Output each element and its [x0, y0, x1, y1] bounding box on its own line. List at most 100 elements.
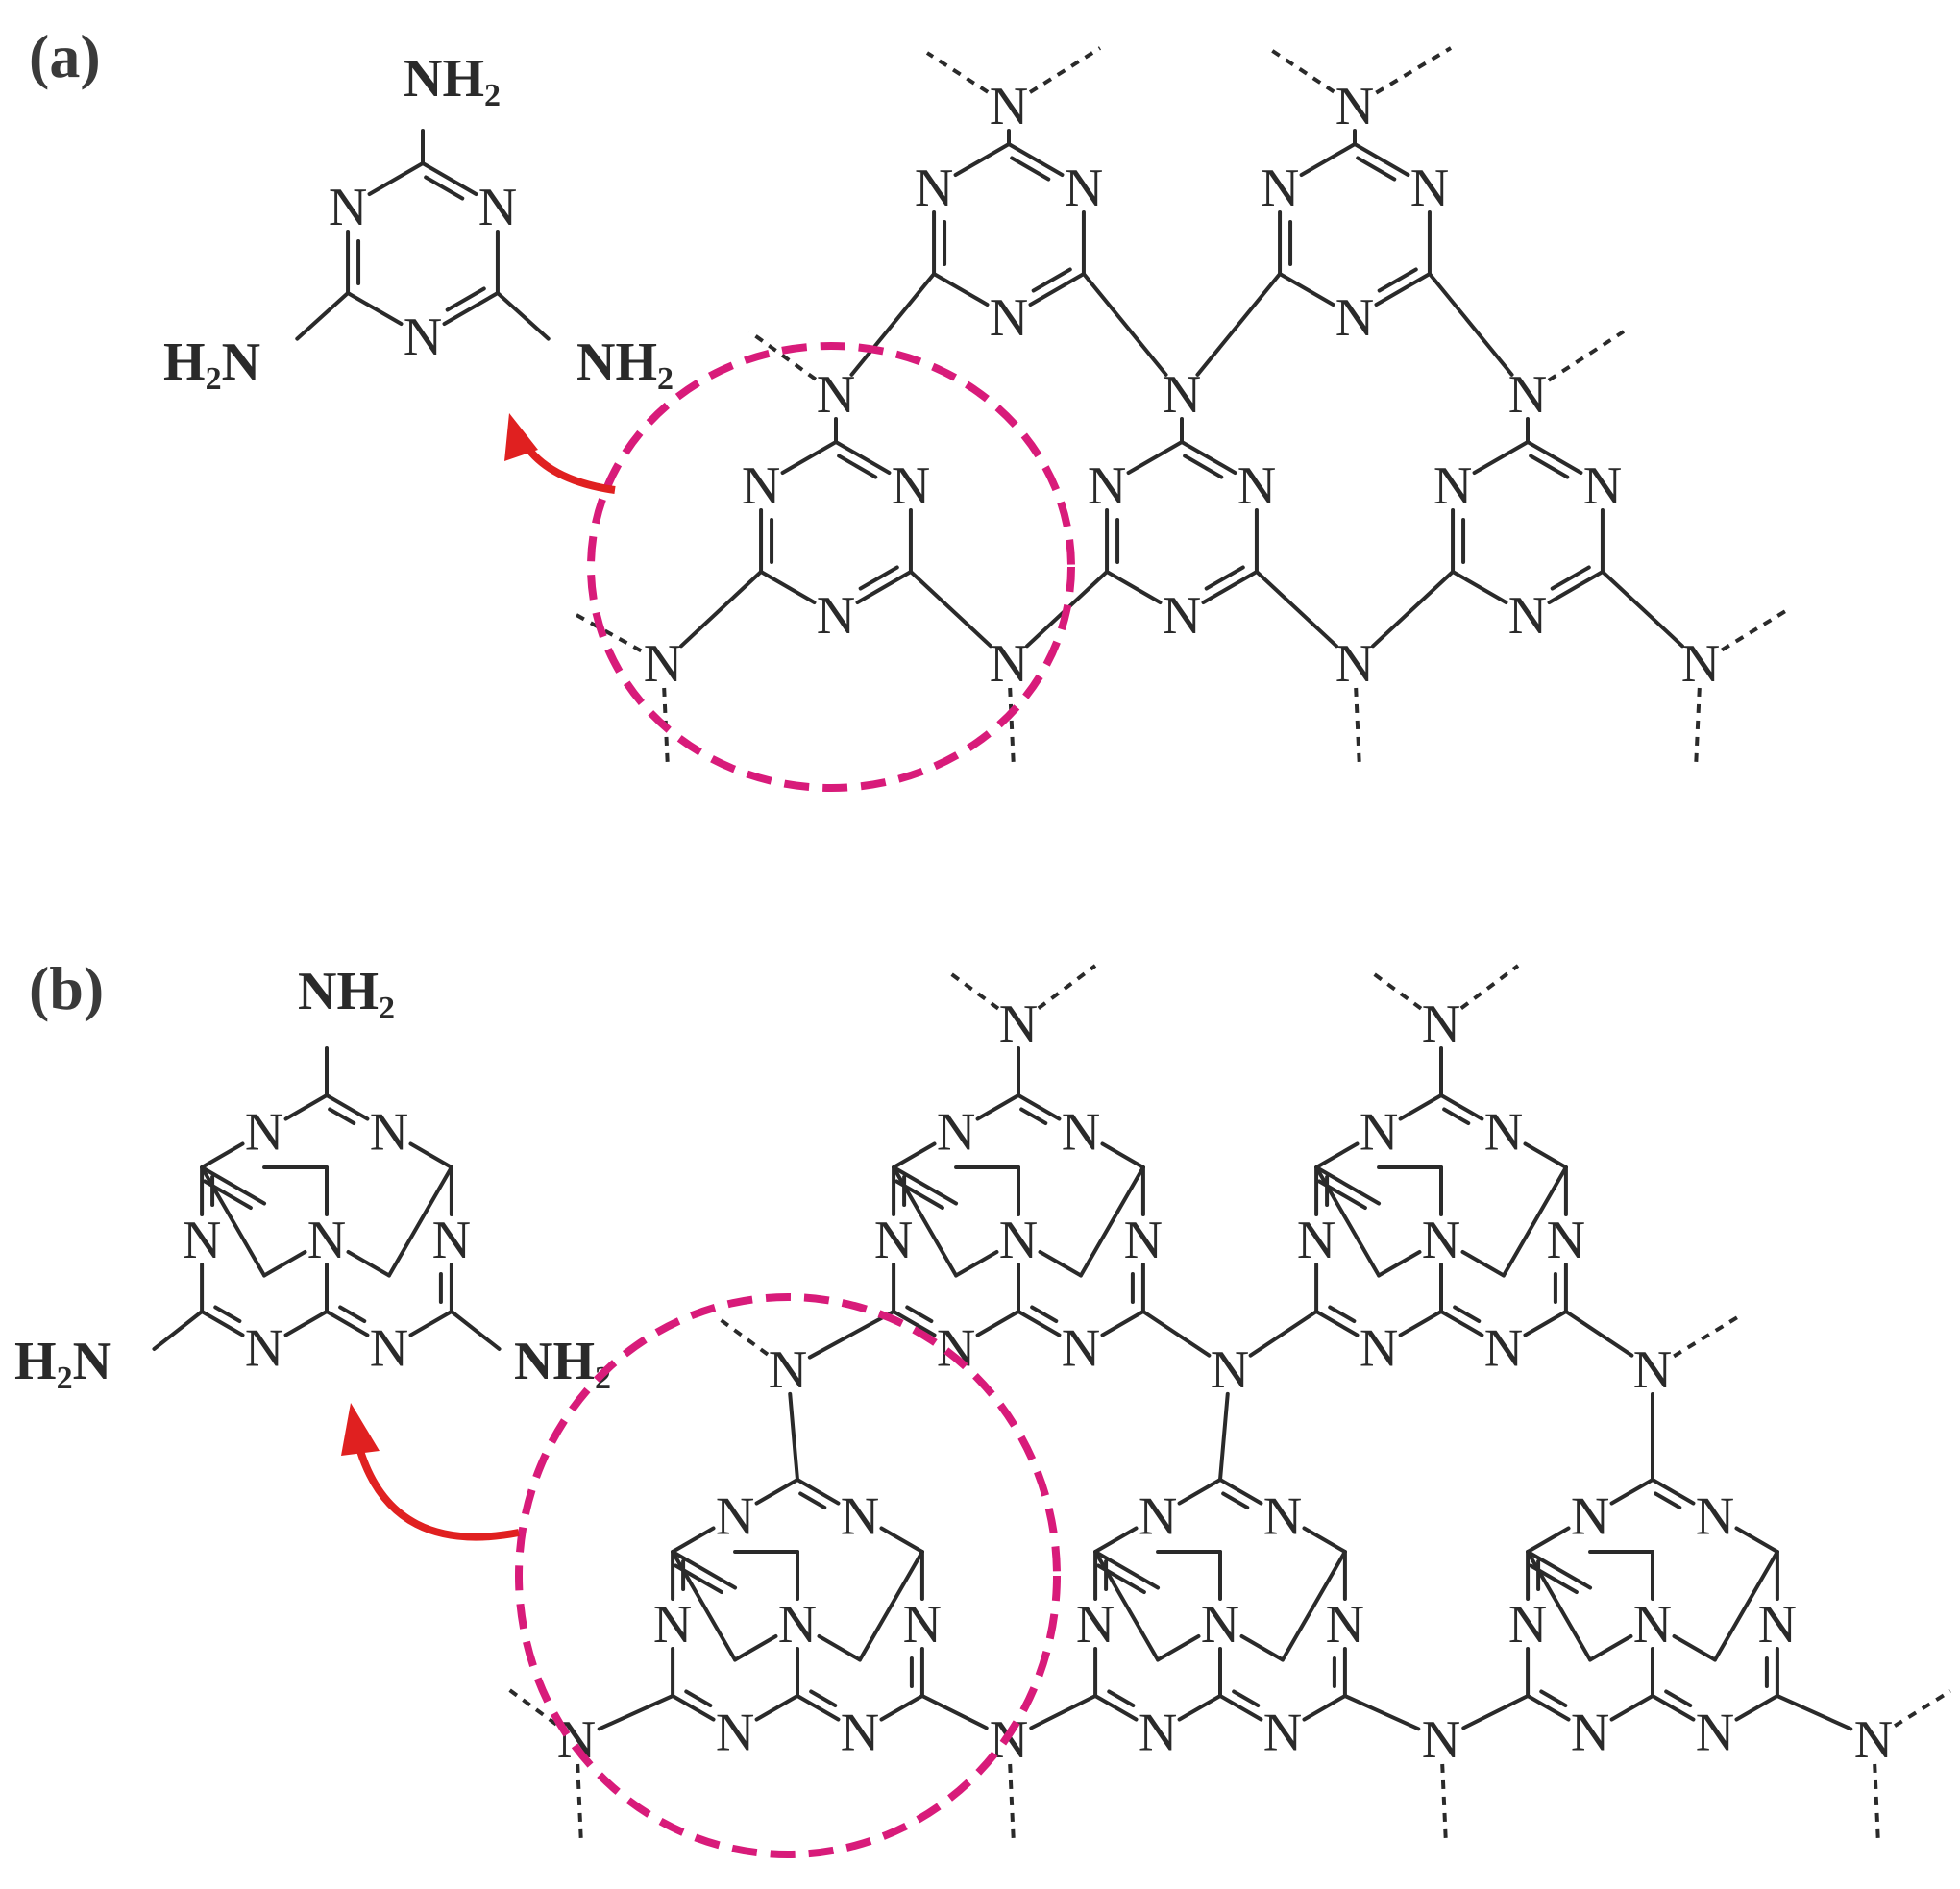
bond [1600, 570, 1684, 649]
bond [283, 1093, 329, 1121]
dashed-bond [1037, 964, 1097, 1011]
nitrogen-atom: N [1681, 634, 1720, 694]
bond [1609, 1478, 1654, 1506]
nitrogen-atom: N [990, 77, 1028, 136]
double-bond [1031, 267, 1072, 293]
highlight-circle-b [515, 1293, 1061, 1858]
bond [449, 1310, 502, 1351]
bond [1254, 570, 1338, 649]
nitrogen-atom: N [1696, 1704, 1734, 1763]
nitrogen-atom: N [1422, 994, 1460, 1054]
bond [1177, 1478, 1222, 1506]
bond [1451, 570, 1508, 604]
bond [892, 1165, 959, 1206]
bond [295, 291, 351, 341]
bond [442, 291, 500, 326]
double-bond [328, 1107, 356, 1126]
nitrogen-atom: N [874, 1211, 913, 1270]
bond [1180, 440, 1237, 475]
bond [1201, 570, 1259, 604]
nitrogen-atom: N [1201, 1595, 1239, 1655]
highlight-circle-a [587, 342, 1075, 792]
dashed-bond [1673, 1314, 1741, 1359]
nitrogen-atom: N [1163, 365, 1201, 425]
nitrogen-atom: N [937, 1319, 975, 1379]
nh2-top-a: NH2 [404, 49, 501, 113]
double-bond [1328, 1305, 1357, 1323]
bond [1439, 1310, 1484, 1337]
bond [1302, 1694, 1347, 1722]
double-bond [1107, 1689, 1136, 1707]
bond [855, 570, 913, 604]
nitrogen-atom: N [841, 1704, 879, 1763]
bond [408, 1310, 453, 1337]
arrow-b [356, 1449, 520, 1541]
bond [1374, 272, 1432, 307]
nitrogen-atom: N [1410, 159, 1449, 218]
double-bond [1019, 1107, 1048, 1126]
double-bond [1664, 1689, 1693, 1707]
panel-label-a: (a) [29, 22, 101, 90]
bond [1398, 1093, 1443, 1121]
nitrogen-atom: N [817, 365, 855, 425]
nitrogen-atom: N [1571, 1704, 1609, 1763]
double-bond [424, 175, 465, 201]
dashed-bond [747, 330, 818, 381]
bond [1342, 1694, 1421, 1731]
arrow-head-a [504, 413, 538, 461]
bond [975, 1093, 1020, 1121]
bond [152, 1310, 205, 1351]
double-bond [809, 1689, 838, 1707]
bond [200, 1165, 267, 1206]
double-bond [338, 1305, 367, 1323]
bond [1093, 1550, 1161, 1590]
nitrogen-atom: N [1263, 1704, 1302, 1763]
bond [919, 1694, 989, 1730]
bond [1734, 1526, 1779, 1554]
bond [1081, 272, 1168, 377]
bond [1017, 1093, 1062, 1121]
bond [679, 570, 764, 649]
bond [1239, 1634, 1285, 1662]
bond [1007, 142, 1065, 177]
nitrogen-atom: N [1335, 634, 1374, 694]
dashed-bond [944, 969, 1000, 1011]
nitrogen-atom: N [1854, 1710, 1893, 1770]
bond [1461, 1694, 1531, 1730]
bond [892, 1310, 937, 1337]
double-bond [1221, 1491, 1250, 1510]
double-bond [905, 1305, 934, 1323]
bond [1734, 1694, 1779, 1722]
bond [1526, 1550, 1593, 1590]
bond [1140, 1310, 1212, 1358]
bond [932, 272, 990, 307]
double-bond [1010, 156, 1051, 182]
nitrogen-atom: N [1633, 1595, 1672, 1655]
nitrogen-atom: N [1583, 456, 1622, 516]
nitrogen-atom: N [999, 994, 1038, 1054]
bond [1353, 142, 1410, 177]
dashed-bond [1367, 969, 1423, 1011]
double-bond [798, 1491, 827, 1510]
double-bond [858, 565, 899, 591]
bond [1078, 1165, 1145, 1278]
bond [1218, 1478, 1263, 1506]
nitrogen-atom: N [1263, 1487, 1302, 1547]
bond [1371, 570, 1456, 649]
nitrogen-atom: N [1508, 586, 1547, 646]
bond [408, 1141, 453, 1169]
nitrogen-atom: N [1571, 1487, 1609, 1547]
nitrogen-atom: N [1062, 1319, 1100, 1379]
nitrogen-atom: N [990, 288, 1028, 348]
nitrogen-atom: N [329, 178, 367, 237]
bond [788, 1391, 799, 1482]
bond [834, 440, 892, 475]
bond [325, 1093, 370, 1121]
nitrogen-atom: N [1422, 1211, 1460, 1270]
bond [1100, 1141, 1145, 1169]
bond [1195, 272, 1283, 377]
bond [892, 1141, 937, 1169]
double-bond [684, 1689, 713, 1707]
bond [1017, 1310, 1062, 1337]
